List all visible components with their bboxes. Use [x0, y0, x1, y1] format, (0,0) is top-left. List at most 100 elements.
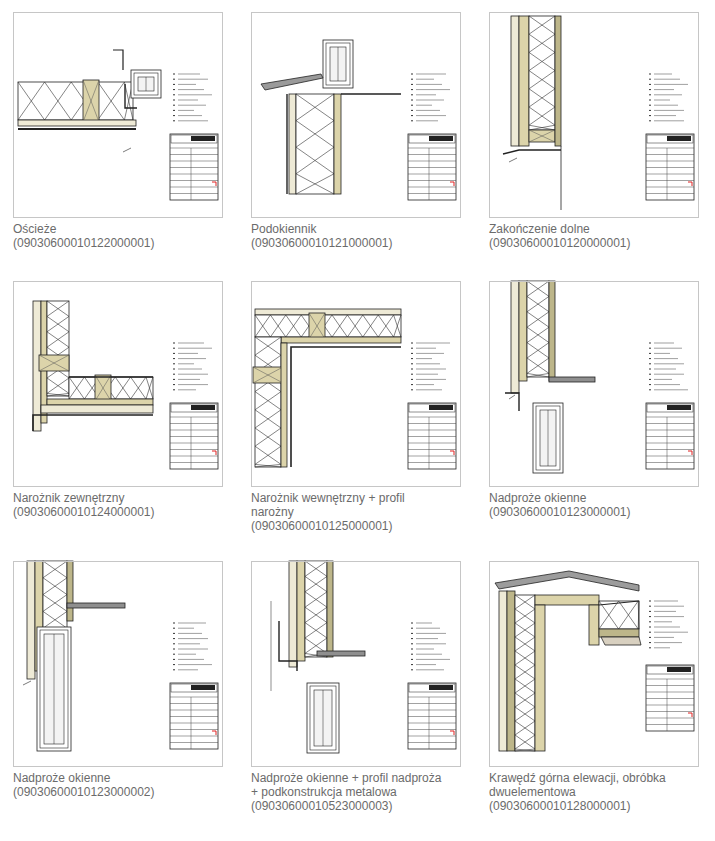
layer-rect	[281, 343, 287, 467]
legend-line	[654, 647, 670, 648]
title-block-row	[170, 187, 218, 188]
legend-line	[416, 628, 440, 629]
legend-line	[416, 654, 442, 655]
title-block-head	[647, 404, 693, 412]
legend-tick	[649, 616, 651, 617]
legend-tick	[411, 659, 413, 660]
insulation-hatch	[599, 601, 639, 629]
detail-code: (09030600010125000001)	[251, 519, 443, 533]
layer-rect	[519, 16, 529, 146]
legend-line	[178, 358, 206, 359]
title-block-head	[409, 684, 455, 692]
legend-line	[416, 379, 446, 380]
title-block-row	[408, 167, 456, 168]
legend-line	[654, 74, 672, 75]
detail-thumbnail: Krawędź górna elewacji, obróbka dwueleme…	[489, 561, 699, 767]
legend-tick	[411, 649, 413, 650]
legend-line	[178, 649, 208, 650]
legend-tick	[411, 353, 413, 354]
legend-tick	[411, 384, 413, 385]
title-block-row	[170, 736, 218, 737]
detail-line	[341, 93, 401, 95]
legend-line	[178, 669, 198, 670]
legend-line	[654, 384, 680, 385]
insulation-layer	[296, 94, 334, 194]
title-block-head	[171, 684, 217, 692]
legend-tick	[173, 120, 175, 121]
legend-tick	[411, 348, 413, 349]
legend-tick	[411, 100, 413, 101]
legend-tick	[649, 637, 651, 638]
legend-tick	[649, 647, 651, 648]
legend-line	[416, 343, 450, 344]
legend-line	[654, 100, 670, 101]
detail-drawing	[261, 40, 456, 200]
timber-cross	[253, 367, 283, 383]
title-block-row	[170, 436, 218, 437]
title-block-head	[171, 135, 217, 143]
legend-tick	[173, 343, 175, 344]
detail-line	[33, 415, 153, 431]
timber-cross	[529, 130, 555, 142]
legend-line	[654, 606, 684, 607]
title-block-head	[647, 666, 693, 674]
legend-tick	[173, 358, 175, 359]
corner-mark	[450, 731, 454, 735]
detail-name: Podokiennik	[251, 222, 443, 236]
insulation-hatch	[529, 16, 555, 130]
title-block-logo	[191, 685, 215, 690]
layer-rect	[511, 16, 519, 146]
legend-line	[416, 120, 438, 121]
detail-code: (09030600010124000001)	[13, 505, 205, 519]
title-block-row	[170, 443, 218, 444]
legend-tick	[649, 89, 651, 90]
legend-line	[178, 379, 200, 380]
title-block-head	[409, 404, 455, 412]
detail-code: (09030600010523000003)	[251, 799, 443, 813]
legend-tick	[649, 632, 651, 633]
legend-tick	[173, 348, 175, 349]
detail-name: Nadproże okienne + profil nadproża + pod…	[251, 771, 443, 799]
legend-tick	[411, 343, 413, 344]
legend-tick	[411, 654, 413, 655]
title-block-row	[408, 697, 456, 698]
legend-tick	[649, 358, 651, 359]
lintel-plate	[549, 377, 595, 382]
timber-cross	[309, 313, 325, 339]
legend-line	[416, 353, 444, 354]
title-block-row	[170, 723, 218, 724]
title-block-row	[646, 456, 694, 457]
detail-thumbnail: Nadproże okienne(09030600010123000002)	[13, 561, 223, 767]
legend-tick	[173, 633, 175, 634]
window-sill	[261, 74, 323, 90]
title-block-row	[408, 417, 456, 418]
legend-tick	[173, 384, 175, 385]
timber-stud	[529, 130, 555, 142]
legend-line	[654, 601, 678, 602]
legend-tick	[173, 100, 175, 101]
insulation-hatch	[515, 595, 535, 751]
title-block-row	[646, 423, 694, 424]
legend-tick	[411, 633, 413, 634]
title-block-row	[408, 736, 456, 737]
window-frame	[533, 403, 563, 473]
window-frame	[131, 70, 161, 98]
title-block-row	[408, 423, 456, 424]
legend-line	[416, 105, 432, 106]
title-block-row	[646, 148, 694, 149]
legend-line	[178, 120, 208, 121]
title-block-row	[170, 729, 218, 730]
timber-cross	[39, 355, 69, 371]
legend-line	[416, 669, 444, 670]
thumbnail-caption: Krawędź górna elewacji, obróbka dwueleme…	[489, 771, 681, 813]
detail-thumbnail: Podokiennik(09030600010121000001)	[251, 12, 461, 218]
legend-tick	[411, 664, 413, 665]
detail-drawing	[23, 561, 218, 751]
title-block-row	[646, 462, 694, 463]
detail-name: Narożnik zewnętrzny	[13, 491, 205, 505]
detail-name: Narożnik wewnętrzny + profil narożny	[251, 491, 443, 519]
legend-tick	[649, 363, 651, 364]
legend-line	[416, 633, 446, 634]
insulation-hatch	[529, 16, 555, 130]
insulation-hatch	[296, 94, 334, 194]
